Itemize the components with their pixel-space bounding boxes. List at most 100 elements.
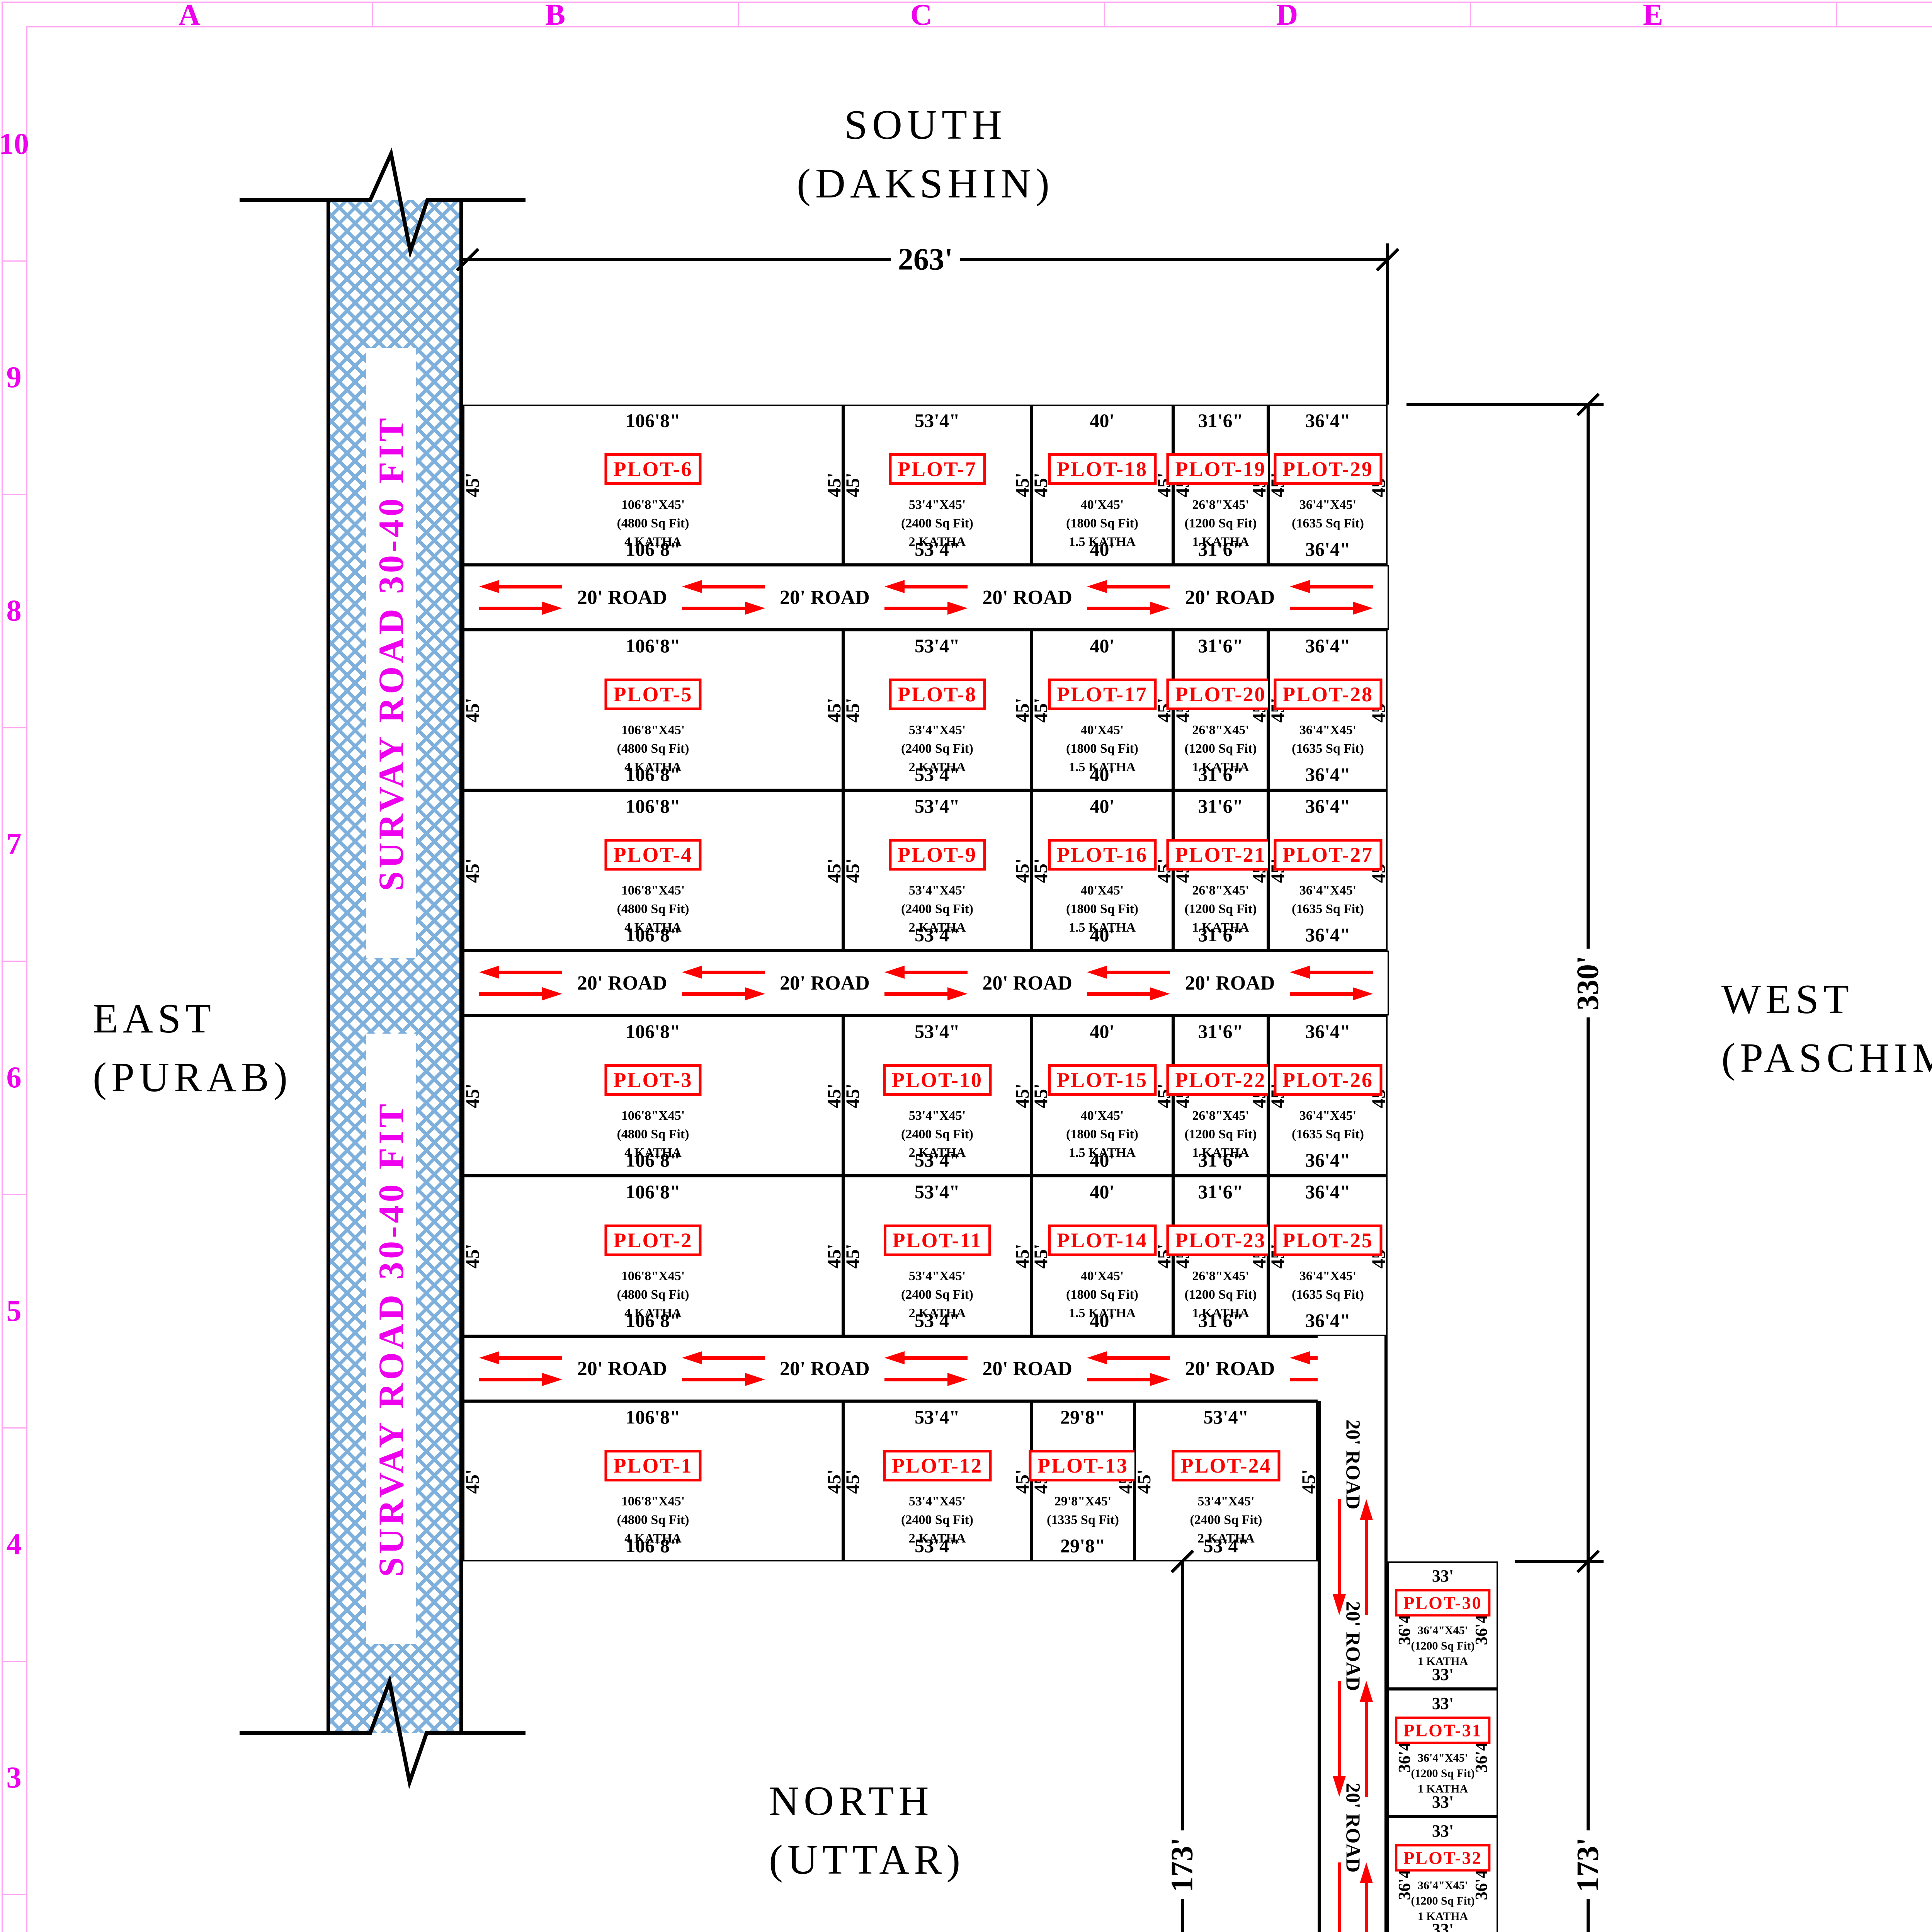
frame-tick [2, 727, 26, 728]
plot-detail-line: (2400 Sq Fit) [901, 516, 973, 531]
 [947, 602, 968, 615]
road-edge-right [1384, 1336, 1388, 1932]
 [1352, 602, 1373, 615]
plot-top-dim: 53'4" [915, 635, 960, 656]
 [1289, 580, 1310, 593]
plot-bottom-dim: 33' [1432, 1665, 1454, 1684]
road-arrows-vertical [1330, 1499, 1376, 1615]
road-arrows-vertical [1330, 1681, 1376, 1797]
compass-north-line1: NORTH [769, 1778, 934, 1824]
road-label-vertical: 20' ROAD [1342, 1601, 1364, 1691]
plot-side-dim-left: 45' [461, 697, 483, 723]
plot-top-dim: 33' [1432, 1821, 1454, 1840]
plot-bottom-dim: 106'8" [626, 1535, 680, 1556]
 [884, 992, 951, 996]
plot-number-label: PLOT-19 [1166, 453, 1275, 485]
plot-number-label: PLOT-3 [604, 1064, 702, 1096]
plot-details: 36'4"X45'(1200 Sq Fit)1 KATHA [1389, 1878, 1497, 1924]
 [745, 1373, 765, 1386]
 [682, 580, 702, 593]
plot-detail-line: 1.5 KATHA [1068, 534, 1136, 549]
 [1150, 602, 1170, 615]
 [479, 580, 500, 593]
plot-details: 53'4"X45'(2400 Sq Fit)2 KATHA [845, 1492, 1030, 1548]
 [1332, 1776, 1346, 1797]
plot-number-label: PLOT-6 [604, 453, 702, 485]
plot-detail-line: (1200 Sq Fit) [1184, 1127, 1257, 1141]
plot-bottom-dim: 106'8" [626, 1310, 680, 1331]
frame-row-number: 8 [6, 594, 22, 627]
 [1087, 1378, 1153, 1381]
plot-detail-line: 2 KATHA [908, 534, 966, 549]
compass-east-line2: (PURAB) [93, 1054, 293, 1100]
plot-detail-line: 4 KATHA [624, 534, 682, 549]
road-label: 20' ROAD [1185, 972, 1275, 994]
arrow-right-icon [884, 987, 968, 1000]
 [1332, 1594, 1346, 1615]
 [682, 992, 748, 996]
plot-number-label: PLOT-1 [604, 1449, 702, 1481]
 [884, 966, 905, 979]
frame-row-number: 5 [6, 1294, 22, 1327]
plot-detail-line: 36'4"X45' [1418, 1751, 1468, 1764]
plot-detail-line: (4800 Sq Fit) [617, 1287, 689, 1302]
arrow-left-icon [682, 580, 765, 593]
frame-tick [2, 260, 26, 262]
plot-top-dim: 53'4" [915, 1406, 960, 1428]
plot-details: 53'4"X45'(2400 Sq Fit)2 KATHA [845, 496, 1030, 551]
 [1289, 1351, 1310, 1364]
road-arrows [479, 1351, 563, 1386]
arrow-left-icon [682, 966, 765, 979]
plot-number-label: PLOT-18 [1048, 453, 1157, 485]
plot-number-label: PLOT-27 [1273, 838, 1383, 871]
plot-number-label: PLOT-8 [888, 678, 986, 710]
road-label: 20' ROAD [1185, 586, 1275, 609]
plot-detail-line: 4 KATHA [624, 1306, 682, 1320]
plot-bottom-dim: 106'8" [626, 924, 680, 946]
plot-detail-line: (1800 Sq Fit) [1066, 741, 1138, 756]
plot-detail-line: 2 KATHA [1197, 1531, 1255, 1546]
plot-detail-line: 1 KATHA [1192, 920, 1249, 935]
road-arrows [884, 1351, 968, 1386]
plot-detail-line: 1 KATHA [1417, 1910, 1468, 1923]
plot-top-dim: 106'8" [626, 1020, 680, 1042]
plot-detail-line: (1635 Sq Fit) [1292, 741, 1364, 756]
plot-detail-line: 53'4"X45' [908, 723, 966, 737]
arrow-left-icon [884, 966, 968, 979]
plot-side-dim-left: 45' [461, 1469, 483, 1494]
plot-detail-line: 106'8"X45' [621, 1494, 685, 1509]
 [1359, 1681, 1373, 1702]
plot-detail-line: 4 KATHA [624, 920, 682, 935]
plot-number-label: PLOT-20 [1166, 678, 1275, 710]
plot-number-label: PLOT-13 [1028, 1449, 1138, 1481]
plot-bottom-dim: 106'8" [626, 764, 680, 785]
plot-detail-line: 29'8"X45' [1054, 1494, 1112, 1509]
 [1104, 585, 1170, 588]
 [1150, 987, 1170, 1000]
arrow-down-icon [1332, 1681, 1346, 1797]
plot-top-dim: 53'4" [915, 1181, 960, 1202]
plot-bottom-dim: 53'4" [915, 1149, 960, 1171]
plot-detail-line: 26'8"X45' [1192, 1269, 1249, 1283]
 [699, 971, 765, 974]
plot-detail-line: 1.5 KATHA [1068, 920, 1136, 935]
arrow-right-icon [1289, 602, 1373, 615]
plot-top-dim: 106'8" [626, 1181, 680, 1202]
 [1104, 1356, 1170, 1360]
plot-details: 26'8"X45'(1200 Sq Fit)1 KATHA [1175, 496, 1267, 551]
plot-detail-line: 1 KATHA [1192, 1306, 1249, 1320]
arrow-left-icon [479, 580, 563, 593]
frame-tick [2, 494, 26, 495]
compass-east-line1: EAST [93, 996, 216, 1042]
frame-tick [2, 1427, 26, 1429]
plot-detail-line: (1635 Sq Fit) [1292, 1287, 1364, 1302]
plot-detail-line: (2400 Sq Fit) [901, 1127, 973, 1141]
